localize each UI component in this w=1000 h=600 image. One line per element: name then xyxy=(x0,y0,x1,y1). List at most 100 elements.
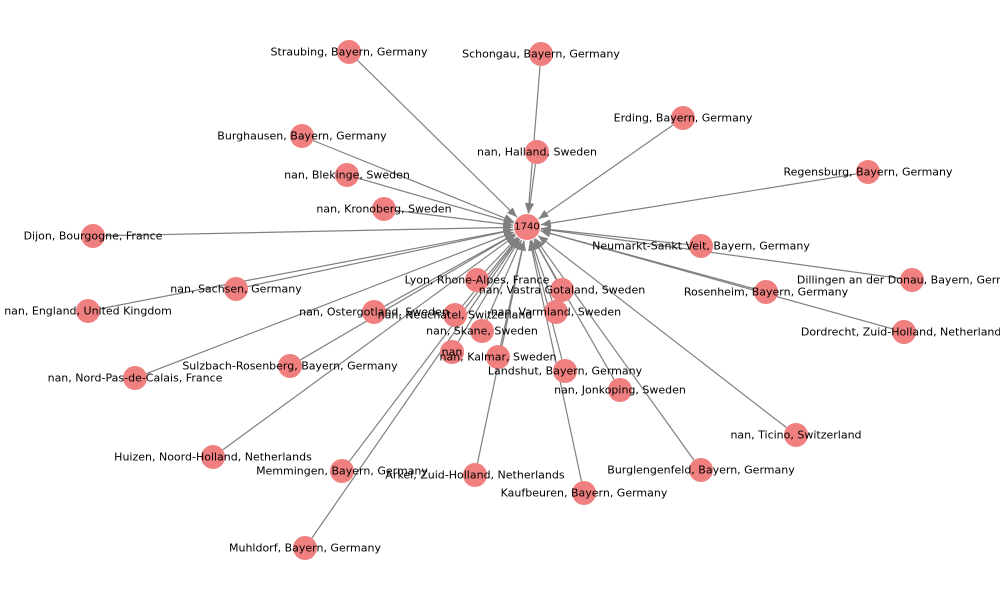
node-label-kronoberg: nan, Kronoberg, Sweden xyxy=(316,203,451,216)
node-blekinge xyxy=(335,163,359,187)
edge-neuchatel-to-hub xyxy=(462,237,519,307)
edge-blekinge-to-hub xyxy=(358,177,514,225)
edge-halland-to-hub xyxy=(526,163,537,214)
node-label-jonkoping: nan, Jonkoping, Sweden xyxy=(554,384,686,397)
node-neumarkt xyxy=(689,234,713,258)
node-kaufbeuren xyxy=(572,481,596,505)
node-label-dillingen: Dillingen an der Donau, Bayern, Germany xyxy=(797,274,1000,287)
node-label-nan: nan xyxy=(442,346,463,359)
node-nan xyxy=(440,340,464,364)
node-varmland xyxy=(544,300,568,324)
edge-dordrecht-to-hub xyxy=(540,229,893,330)
edge-jonkoping-to-hub xyxy=(533,238,615,380)
edge-nordpas-to-hub xyxy=(145,231,515,375)
edge-burglengenfeld-to-hub xyxy=(534,238,695,461)
node-label-neuchatel: nan, Neuchatel, Switzerland xyxy=(378,309,533,322)
edge-neumarkt-to-hub xyxy=(540,225,690,246)
node-label-vastra: nan, Vastra Gotaland, Sweden xyxy=(479,284,645,297)
node-ticino xyxy=(784,423,808,447)
node-sachsen xyxy=(224,277,248,301)
node-label-ticino: nan, Ticino, Switzerland xyxy=(730,429,861,442)
edge-memmingen-to-hub xyxy=(348,237,520,462)
node-kalmar xyxy=(486,345,510,369)
edge-burghausen-to-hub xyxy=(312,139,515,223)
node-memmingen xyxy=(330,459,354,483)
edge-schongau-to-hub xyxy=(524,65,541,214)
edge-landshut-to-hub xyxy=(529,240,563,360)
node-halland xyxy=(525,140,549,164)
node-label-ostergotland: nan, Ostergotland, Sweden xyxy=(299,306,449,319)
edge-ostergotland-to-hub xyxy=(384,233,516,307)
edge-kronoberg-to-hub xyxy=(395,209,514,228)
node-label-nordpas: nan, Nord-Pas-de-Calais, France xyxy=(48,372,223,385)
edge-kaufbeuren-to-hub xyxy=(528,240,583,482)
node-label-muhldorf: Muhldorf, Bayern, Germany xyxy=(229,542,381,555)
node-label-halland: nan, Halland, Sweden xyxy=(477,146,597,159)
node-label-lyon: Lyon, Rhone-Alpes, France xyxy=(405,274,550,287)
node-label-arkel: Arkel, Zuid-Holland, Netherlands xyxy=(385,469,564,482)
node-label-neumarkt: Neumarkt-Sankt Veit, Bayern, Germany xyxy=(592,240,810,253)
node-label-huizen: Huizen, Noord-Holland, Netherlands xyxy=(114,451,312,464)
edge-regensburg-to-hub xyxy=(540,173,857,228)
node-kronoberg xyxy=(372,197,396,221)
node-label-varmland: nan, Varmland, Sweden xyxy=(491,306,621,319)
node-label-blekinge: nan, Blekinge, Sweden xyxy=(284,169,410,182)
edge-nan-to-hub xyxy=(457,238,521,343)
node-sulzbach xyxy=(278,354,302,378)
node-label-hub: 1740 xyxy=(514,222,539,233)
node-ostergotland xyxy=(362,300,386,324)
node-label-memmingen: Memmingen, Bayern, Germany xyxy=(256,465,428,478)
node-vastra xyxy=(550,278,574,302)
node-regensburg xyxy=(856,160,880,184)
node-landshut xyxy=(553,359,577,383)
node-rosenheim xyxy=(754,280,778,304)
node-label-dordrecht: Dordrecht, Zuid-Holland, Netherlands xyxy=(801,326,1000,339)
node-straubing xyxy=(337,40,361,64)
node-burglengenfeld xyxy=(689,458,713,482)
edge-dijon-to-hub xyxy=(104,223,514,237)
node-skane xyxy=(470,319,494,343)
node-hub xyxy=(514,214,540,240)
node-muhldorf xyxy=(293,536,317,560)
node-label-sachsen: nan, Sachsen, Germany xyxy=(170,283,302,296)
node-burghausen xyxy=(290,124,314,148)
node-label-dijon: Dijon, Bourgogne, France xyxy=(24,230,163,243)
node-label-straubing: Straubing, Bayern, Germany xyxy=(271,46,428,59)
node-arkel xyxy=(463,463,487,487)
edge-huizen-to-hub xyxy=(222,234,517,451)
node-label-england: nan, England, United Kingdom xyxy=(4,305,172,318)
edge-england-to-hub xyxy=(99,227,514,310)
edge-sachsen-to-hub xyxy=(247,228,514,288)
node-erding xyxy=(671,106,695,130)
node-jonkoping xyxy=(608,378,632,402)
node-label-regensburg: Regensburg, Bayern, Germany xyxy=(783,166,953,179)
edge-ticino-to-hub xyxy=(537,235,787,429)
node-dillingen xyxy=(900,268,924,292)
node-nordpas xyxy=(123,366,147,390)
node-schongau xyxy=(529,42,553,66)
edges-layer xyxy=(99,59,901,539)
edge-straubing-to-hub xyxy=(357,59,518,218)
node-label-burghausen: Burghausen, Bayern, Germany xyxy=(217,130,387,143)
node-england xyxy=(76,299,100,323)
edge-sulzbach-to-hub xyxy=(300,233,516,361)
edge-dillingen-to-hub xyxy=(540,226,901,279)
node-huizen xyxy=(201,445,225,469)
node-label-schongau: Schongau, Bayern, Germany xyxy=(462,48,620,61)
node-label-skane: nan, Skane, Sweden xyxy=(426,325,538,338)
node-label-burglengenfeld: Burglengenfeld, Bayern, Germany xyxy=(607,464,795,477)
nodes-layer xyxy=(76,40,924,560)
labels-layer: Straubing, Bayern, Germany Schongau, Baye… xyxy=(4,46,1000,555)
node-label-landshut: Landshut, Bayern, Germany xyxy=(488,365,643,378)
node-dijon xyxy=(81,224,105,248)
node-label-sulzbach: Sulzbach-Rosenberg, Bayern, Germany xyxy=(182,360,398,373)
node-neuchatel xyxy=(443,303,467,327)
edge-erding-to-hub xyxy=(538,124,674,220)
node-label-rosenheim: Rosenheim, Bayern, Germany xyxy=(684,286,849,299)
node-label-kaufbeuren: Kaufbeuren, Bayern, Germany xyxy=(501,487,668,500)
node-label-kalmar: nan, Kalmar, Sweden xyxy=(440,351,557,364)
node-label-erding: Erding, Bayern, Germany xyxy=(614,112,753,125)
edge-skane-to-hub xyxy=(486,239,522,321)
node-dordrecht xyxy=(892,320,916,344)
